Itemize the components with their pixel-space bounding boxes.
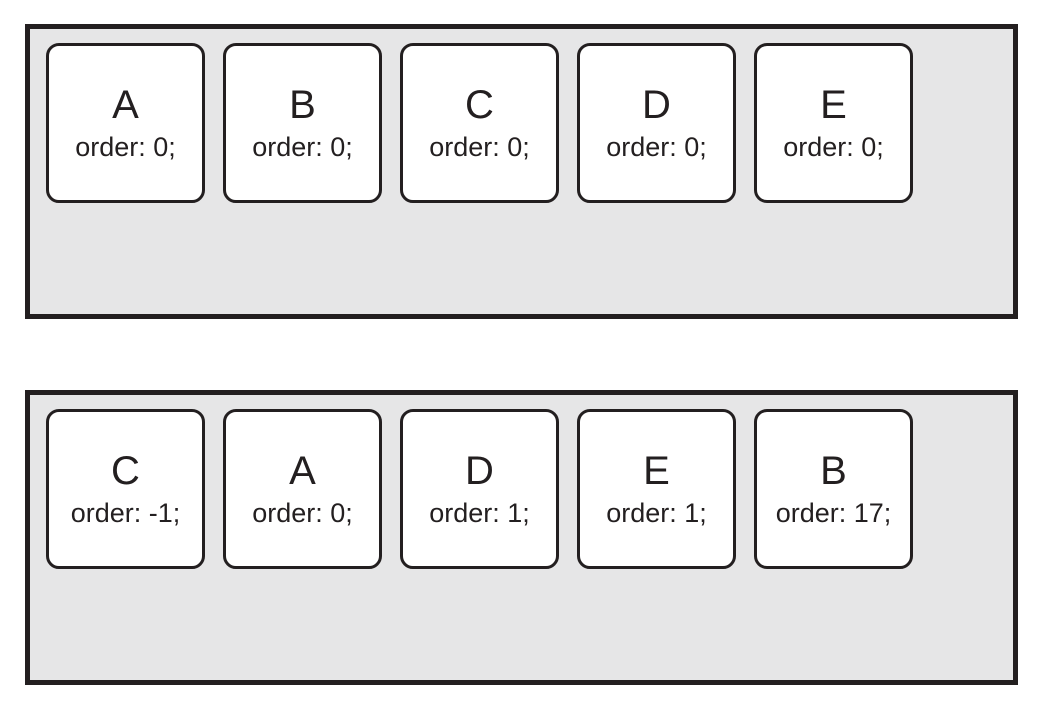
flex-container-custom-order: C order: -1; A order: 0; D order: 1; E o…: [25, 390, 1018, 685]
flex-item-c: C order: -1;: [46, 409, 205, 569]
flex-item-label: E: [643, 449, 670, 494]
flex-item-order-declaration: order: 0;: [429, 132, 530, 163]
flex-item-order-declaration: order: 0;: [783, 132, 884, 163]
flex-item-label: C: [111, 449, 140, 494]
flex-item-label: B: [289, 83, 316, 128]
flex-item-order-declaration: order: 0;: [252, 132, 353, 163]
flex-item-label: C: [465, 83, 494, 128]
flex-item-a: A order: 0;: [223, 409, 382, 569]
flex-item-order-declaration: order: 0;: [606, 132, 707, 163]
flex-item-e: E order: 0;: [754, 43, 913, 203]
flex-item-label: D: [465, 449, 494, 494]
flex-item-order-declaration: order: -1;: [70, 498, 181, 529]
flex-item-d: D order: 1;: [400, 409, 559, 569]
flex-item-e: E order: 1;: [577, 409, 736, 569]
flex-item-d: D order: 0;: [577, 43, 736, 203]
flex-item-c: C order: 0;: [400, 43, 559, 203]
flex-item-order-declaration: order: 0;: [75, 132, 176, 163]
flex-item-order-declaration: order: 0;: [252, 498, 353, 529]
flex-item-label: B: [820, 449, 847, 494]
flex-item-order-declaration: order: 17;: [775, 498, 892, 529]
flex-container-default-order: A order: 0; B order: 0; C order: 0; D or…: [25, 24, 1018, 319]
flex-item-label: E: [820, 83, 847, 128]
flex-item-label: D: [642, 83, 671, 128]
flex-item-label: A: [289, 449, 316, 494]
flex-item-a: A order: 0;: [46, 43, 205, 203]
flex-item-order-declaration: order: 1;: [606, 498, 707, 529]
flex-item-b: B order: 17;: [754, 409, 913, 569]
flex-item-label: A: [112, 83, 139, 128]
flex-item-order-declaration: order: 1;: [429, 498, 530, 529]
flex-item-b: B order: 0;: [223, 43, 382, 203]
